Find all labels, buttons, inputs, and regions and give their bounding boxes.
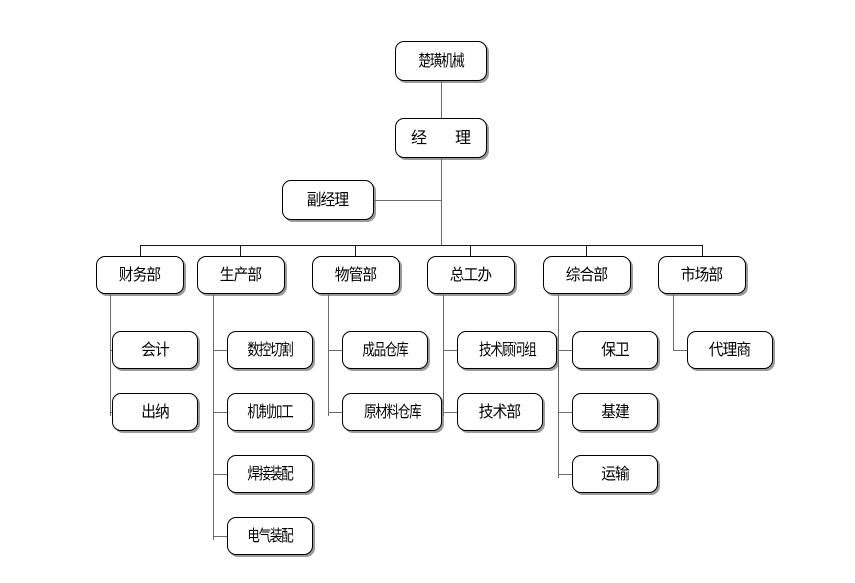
node-welding-assembly[interactable]: 焊接装配 [227, 455, 313, 493]
node-deputy-manager[interactable]: 副经理 [282, 180, 374, 220]
connector-spine-finance [110, 294, 111, 416]
node-infrastructure-label: 基建 [601, 402, 630, 421]
node-department-finance[interactable]: 财务部 [96, 256, 184, 294]
connector-drop-marketing [702, 245, 703, 257]
node-department-materials-label: 物管部 [335, 265, 377, 284]
connector-stub-agent [673, 350, 687, 351]
connector-stub-infrastructure [558, 412, 572, 413]
connector-stub-transport [558, 474, 572, 475]
connector-stub-electrical-assembly [213, 536, 227, 537]
node-cashier[interactable]: 出纳 [112, 393, 198, 431]
connector-stub-technical-department [443, 412, 457, 413]
connector-drop-chief-engineer [470, 245, 471, 257]
connector-stub-security [558, 350, 572, 351]
node-welding-assembly-label: 焊接装配 [247, 464, 293, 483]
node-department-chief-engineer[interactable]: 总工办 [427, 256, 515, 294]
connector-spine-marketing [673, 294, 674, 350]
connector-department-bus [140, 245, 703, 246]
node-infrastructure[interactable]: 基建 [572, 393, 658, 431]
connector-stub-raw-material-warehouse [328, 412, 342, 413]
node-electrical-assembly[interactable]: 电气装配 [227, 517, 313, 555]
node-tech-advisory-group-label: 技术顾问组 [478, 340, 537, 359]
node-technical-department-label: 技术部 [479, 402, 521, 421]
node-machining-label: 机制加工 [247, 402, 293, 421]
node-department-marketing-label: 市场部 [681, 265, 723, 284]
connector-spine-chief-engineer [443, 294, 444, 416]
node-department-general-affairs-label: 综合部 [566, 265, 608, 284]
connector-deputy-manager [374, 200, 442, 201]
connector-drop-general-affairs [586, 245, 587, 257]
node-department-chief-engineer-label: 总工办 [450, 265, 492, 284]
node-department-general-affairs[interactable]: 综合部 [543, 256, 631, 294]
node-department-production[interactable]: 生产部 [197, 256, 285, 294]
node-cashier-label: 出纳 [141, 402, 170, 421]
node-security[interactable]: 保卫 [572, 331, 658, 369]
node-raw-material-warehouse[interactable]: 原材料仓库 [342, 393, 442, 431]
node-raw-material-warehouse-label: 原材料仓库 [363, 402, 422, 421]
connector-drop-finance [140, 245, 141, 257]
node-transport-label: 运输 [601, 464, 630, 483]
node-company-label: 楚璜机械 [418, 51, 464, 70]
connector-spine-general-affairs [558, 294, 559, 478]
connector-company-to-manager [441, 81, 442, 118]
node-finished-goods-warehouse[interactable]: 成品仓库 [342, 331, 428, 369]
node-department-marketing[interactable]: 市场部 [658, 256, 746, 294]
node-agent[interactable]: 代理商 [687, 331, 773, 369]
connector-spine-production [213, 294, 214, 540]
connector-drop-materials [355, 245, 356, 257]
node-manager-label: 经 理 [410, 128, 477, 147]
node-department-materials[interactable]: 物管部 [312, 256, 400, 294]
node-tech-advisory-group[interactable]: 技术顾问组 [457, 331, 557, 369]
node-cnc-cutting[interactable]: 数控切割 [227, 331, 313, 369]
connector-drop-production [240, 245, 241, 257]
node-cnc-cutting-label: 数控切割 [247, 340, 293, 359]
node-machining[interactable]: 机制加工 [227, 393, 313, 431]
node-electrical-assembly-label: 电气装配 [247, 526, 293, 545]
node-company[interactable]: 楚璜机械 [395, 41, 487, 81]
connector-spine-materials [328, 294, 329, 416]
node-security-label: 保卫 [601, 340, 630, 359]
connector-stub-tech-advisory-group [443, 350, 457, 351]
node-department-production-label: 生产部 [220, 265, 262, 284]
node-transport[interactable]: 运输 [572, 455, 658, 493]
node-department-finance-label: 财务部 [119, 265, 161, 284]
connector-stub-machining [213, 412, 227, 413]
connector-stub-cnc-cutting [213, 350, 227, 351]
node-accounting[interactable]: 会计 [112, 331, 198, 369]
node-deputy-manager-label: 副经理 [307, 190, 349, 209]
node-technical-department[interactable]: 技术部 [457, 393, 543, 431]
connector-manager-trunk [441, 158, 442, 245]
connector-stub-finished-goods-warehouse [328, 350, 342, 351]
node-agent-label: 代理商 [709, 340, 751, 359]
node-manager[interactable]: 经 理 [395, 118, 487, 158]
connector-stub-welding-assembly [213, 474, 227, 475]
node-accounting-label: 会计 [141, 340, 170, 359]
node-finished-goods-warehouse-label: 成品仓库 [362, 340, 408, 359]
